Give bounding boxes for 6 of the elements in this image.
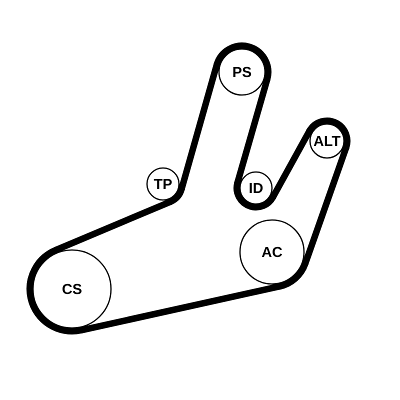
pulley: PS [218, 48, 266, 96]
pulley: TP [146, 167, 180, 201]
pulley: ID [239, 171, 273, 205]
pulley: AC [239, 219, 305, 285]
pulley: ALT [309, 123, 345, 159]
pulley: CS [32, 249, 112, 329]
